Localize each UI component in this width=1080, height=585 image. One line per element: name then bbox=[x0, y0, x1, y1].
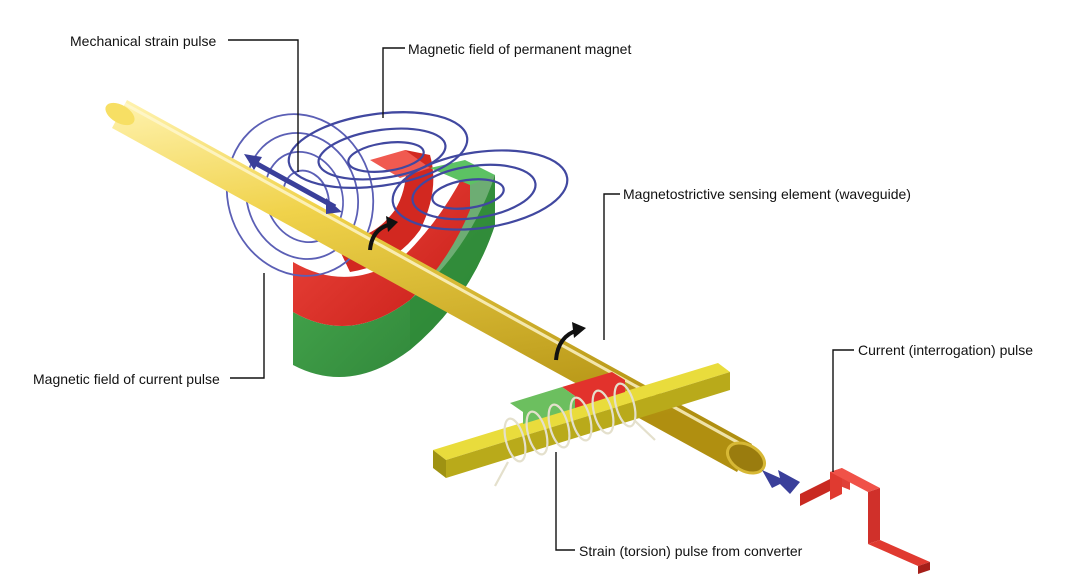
label-current-pulse: Current (interrogation) pulse bbox=[858, 342, 1034, 358]
waveguide-tube bbox=[105, 100, 766, 475]
leader-torsion bbox=[555, 452, 575, 551]
converter bbox=[433, 363, 730, 487]
permanent-magnet-field-loops bbox=[287, 111, 569, 231]
leader-waveguide bbox=[603, 193, 620, 340]
waveguide-open-end bbox=[726, 441, 766, 475]
label-magnetic-field-permanent-magnet: Magnetic field of permanent magnet bbox=[408, 41, 632, 57]
label-mechanical-strain-pulse: Mechanical strain pulse bbox=[70, 33, 217, 49]
strain-arrow-left-head bbox=[244, 154, 262, 170]
converter-bar-top bbox=[433, 363, 730, 460]
waveguide-body bbox=[112, 100, 752, 472]
label-torsion-pulse: Strain (torsion) pulse from converter bbox=[579, 543, 803, 559]
waveguide-start-cap bbox=[105, 102, 135, 126]
leader-mechanical-strain bbox=[228, 39, 299, 172]
magnet-green-body bbox=[293, 175, 495, 377]
converter-bar-front bbox=[446, 372, 730, 478]
strain-arrow-right-head bbox=[326, 198, 342, 214]
current-input-arrow bbox=[762, 470, 800, 494]
label-waveguide: Magnetostrictive sensing element (wavegu… bbox=[623, 186, 911, 202]
converter-coil bbox=[494, 382, 656, 487]
interrogation-pulse bbox=[800, 468, 930, 574]
converter-green-magnet bbox=[510, 387, 575, 424]
leader-current-pulse bbox=[832, 349, 854, 472]
magnet-red-body bbox=[293, 162, 470, 326]
converter-red-magnet bbox=[562, 372, 625, 408]
converter-bar-end bbox=[433, 450, 446, 478]
magnet-green-inner bbox=[340, 170, 495, 350]
torsion-rotation-arrows bbox=[368, 216, 586, 361]
label-magnetic-field-current-pulse: Magnetic field of current pulse bbox=[33, 371, 220, 387]
leader-lines bbox=[228, 39, 854, 551]
leader-magnet-field bbox=[382, 47, 405, 118]
mechanical-strain-arrows bbox=[244, 154, 342, 214]
leader-current-field bbox=[230, 273, 265, 379]
